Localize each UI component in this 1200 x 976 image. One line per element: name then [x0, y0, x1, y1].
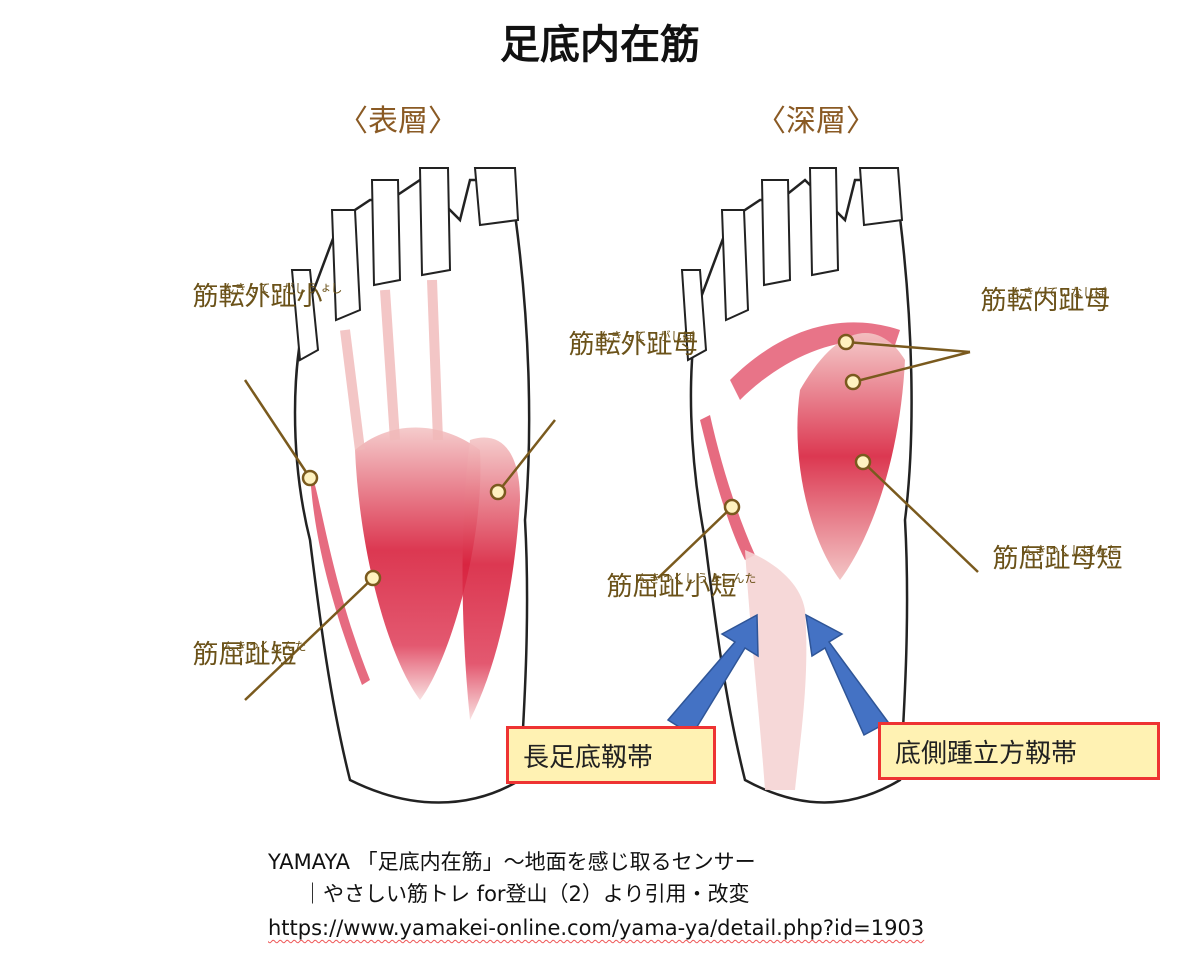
- marker-flexor-digitorum-brevis: [364, 569, 382, 587]
- marker-abductor-hallucis: [489, 483, 507, 501]
- label-abductor-digiti-minimi-kanji: 小趾外転筋: [188, 282, 322, 310]
- adductor-hallucis-transverse-head: [730, 322, 900, 400]
- marker-flexor-hallucis-brevis: [854, 453, 872, 471]
- arrow-left-icon: [666, 613, 759, 737]
- flexor-digiti-minimi-brevis-muscle: [700, 415, 755, 560]
- label-adductor-hallucis-reading: ぼしないてんきん: [1009, 286, 1107, 299]
- label-flexor-digiti-minimi-brevis-kanji: 短小趾屈筋: [602, 572, 736, 600]
- label-adductor-hallucis-kanji: 母趾内転筋: [976, 286, 1110, 314]
- marker-abductor-digiti-minimi: [301, 469, 319, 487]
- superficial-layer-heading: 〈表層〉: [338, 104, 458, 139]
- label-flexor-digiti-minimi-brevis-reading: たんしょうしくっきん: [635, 572, 757, 585]
- flexor-digitorum-brevis-muscle: [355, 427, 481, 700]
- label-abductor-hallucis-reading: ぼしがいてんきん: [597, 330, 695, 343]
- abductor-digiti-minimi-muscle: [310, 470, 370, 685]
- credit-line-2: ｜やさしい筋トレ for登山（2）より引用・改変: [302, 882, 750, 906]
- credit-url-link[interactable]: https://www.yamakei-online.com/yama-ya/d…: [268, 916, 925, 940]
- marker-adductor-hallucis-transverse: [844, 373, 862, 391]
- long-plantar-ligament-shape: [745, 550, 807, 790]
- label-flexor-digitorum-brevis-kanji: 短趾屈筋: [188, 640, 296, 668]
- marker-flexor-digiti-minimi-brevis: [723, 498, 741, 516]
- label-flexor-hallucis-brevis-reading: たんぼしくっきん: [1021, 544, 1119, 557]
- superficial-foot-illustration: [290, 167, 531, 804]
- flexor-hallucis-brevis-muscle: [797, 332, 905, 580]
- label-flexor-digitorum-brevis-reading: たんしくっきん: [221, 640, 307, 653]
- credit-line-1: YAMAYA 「足底内在筋」～地面を感じ取るセンサー: [268, 850, 756, 874]
- label-abductor-digiti-minimi-reading: しょうしがいてんきん: [221, 282, 343, 295]
- arrow-right-icon: [805, 613, 890, 737]
- callout-long-plantar-ligament: 長足底靱帯: [506, 726, 716, 784]
- deep-layer-heading: 〈深層〉: [756, 104, 876, 139]
- label-flexor-hallucis-brevis-kanji: 短母趾屈筋: [988, 544, 1122, 572]
- callout-plantar-calcaneocuboid-ligament: 底側踵立方靱帯: [878, 722, 1160, 780]
- label-abductor-hallucis-kanji: 母趾外転筋: [564, 330, 698, 358]
- diagram-title: 足底内在筋: [500, 22, 700, 68]
- abductor-hallucis-muscle: [462, 437, 520, 720]
- marker-adductor-hallucis-oblique: [837, 333, 855, 351]
